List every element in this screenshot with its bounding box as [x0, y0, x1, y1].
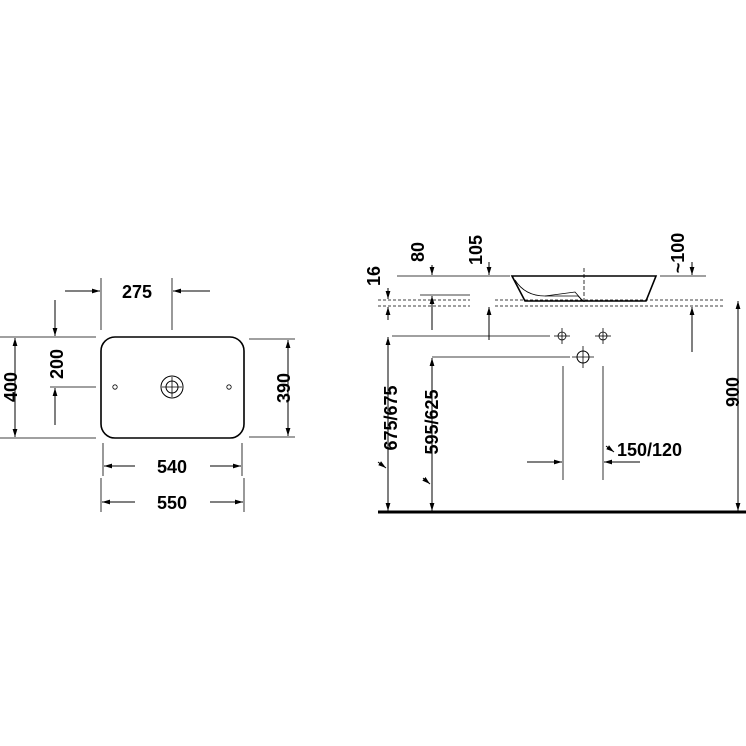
dim-height-outer: 400	[1, 372, 21, 402]
fixing-hole-left	[112, 384, 118, 390]
basin-outline	[100, 336, 245, 439]
dim-595: 595/625	[422, 389, 442, 454]
dim-80: 80	[408, 242, 428, 262]
top-view: 275 400 200 390 540 550	[0, 278, 295, 513]
fixing-hole-right	[226, 384, 232, 390]
drain-outer	[160, 375, 184, 399]
dim-approx-100: ~100	[668, 233, 688, 274]
dim-rim-thickness: 16	[364, 266, 384, 286]
dim-105: 105	[466, 235, 486, 265]
dim-mount-height: 900	[723, 377, 743, 407]
side-view: 16 80 105 ~100 900	[364, 233, 746, 514]
supply-connections	[554, 328, 611, 368]
dim-width-outer: 550	[157, 493, 187, 513]
dim-height-half: 200	[47, 349, 67, 379]
dim-tap-offset: 275	[122, 282, 152, 302]
dim-675: 675/675	[381, 385, 401, 450]
dim-height-inner: 390	[274, 373, 294, 403]
basin-section	[510, 275, 658, 302]
dim-width-inner: 540	[157, 457, 187, 477]
dim-150: 150/120	[617, 440, 682, 460]
